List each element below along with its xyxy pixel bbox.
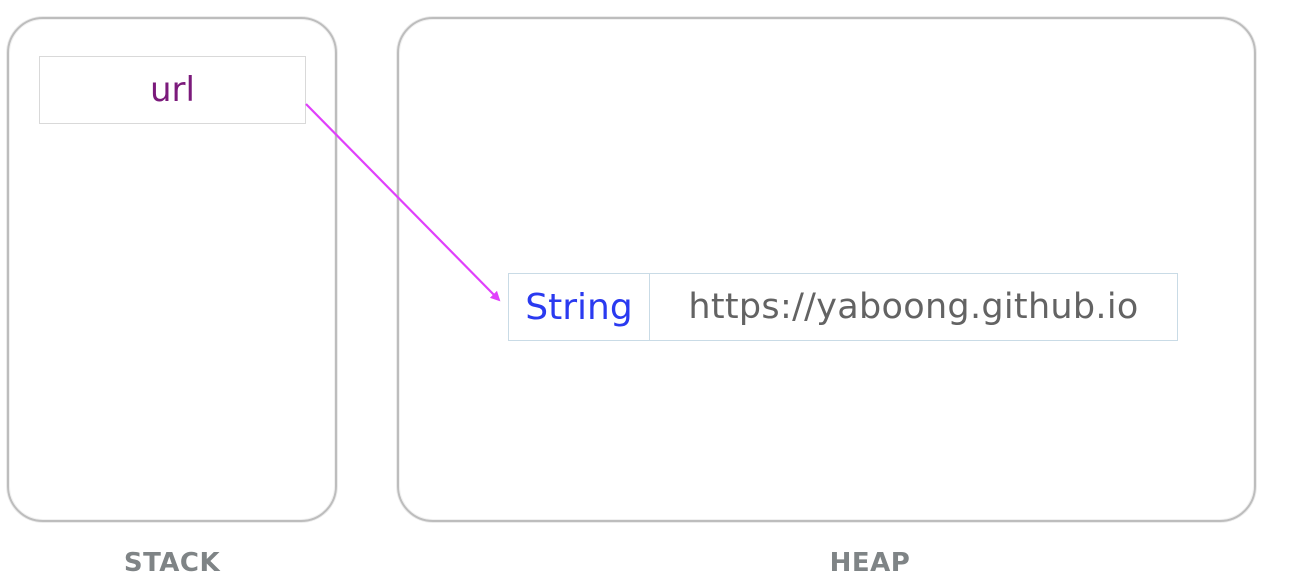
heap-string-object: String https://yaboong.github.io (508, 273, 1178, 341)
stack-variable-url: url (39, 56, 306, 124)
heap-object-value-text: https://yaboong.github.io (688, 287, 1139, 327)
heap-object-type-label: String (525, 286, 633, 328)
heap-object-type: String (509, 274, 650, 340)
stack-label: STACK (123, 548, 221, 578)
stack-variable-name: url (150, 70, 195, 110)
heap-label: HEAP (829, 548, 911, 578)
heap-panel (397, 17, 1256, 522)
heap-object-value: https://yaboong.github.io (650, 274, 1177, 340)
